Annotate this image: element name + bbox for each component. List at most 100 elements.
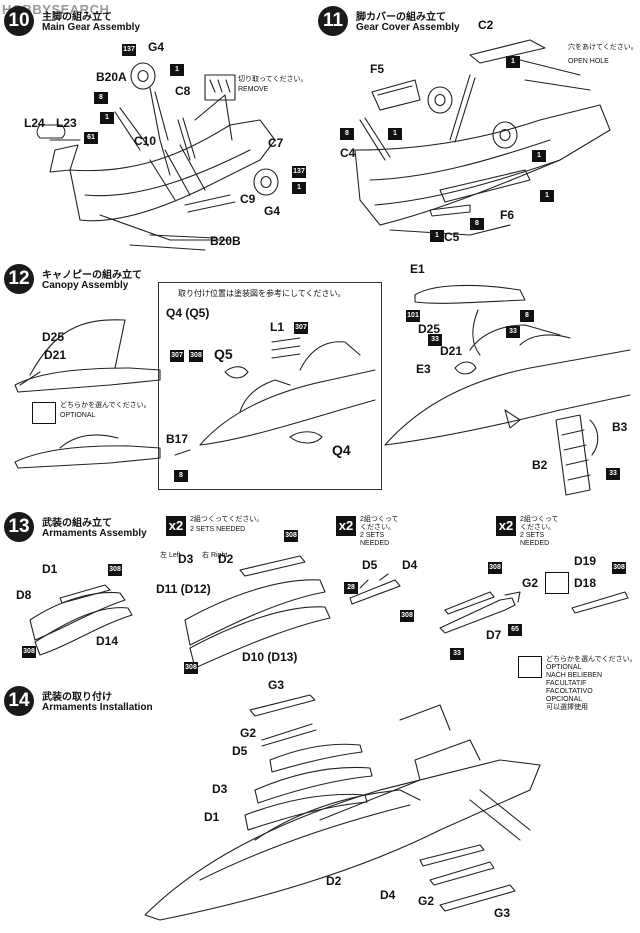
tag-8-b: 8: [340, 128, 354, 140]
step-12-title-jp: キャノピーの組み立て: [42, 270, 142, 281]
label-c7: C7: [268, 136, 284, 150]
main-gear-drawing: [36, 62, 279, 251]
tag-308-d: 308: [284, 530, 298, 542]
optional-multi-6: 可以選擇使用: [546, 704, 588, 711]
label-d3-b: D3: [212, 782, 228, 796]
tag-65: 65: [508, 624, 522, 636]
tag-308-h: 308: [612, 562, 626, 574]
label-c10: C10: [134, 134, 157, 148]
optional-multi-3: FACULTATIF: [546, 680, 587, 687]
two-sets-badge: x2: [166, 516, 186, 536]
optional-arrows-icon-b: [545, 572, 569, 594]
label-d10-d13: D10 (D13): [242, 650, 298, 664]
two-sets-note-jp-c: ください。: [360, 524, 395, 531]
label-c8: C8: [175, 84, 191, 98]
tag-1-b: 1: [100, 112, 114, 124]
step-11-number: 11: [318, 6, 348, 36]
label-g2: G2: [522, 576, 539, 590]
label-c5: C5: [444, 230, 460, 244]
label-e3: E3: [416, 362, 431, 376]
label-b20b: B20B: [210, 234, 241, 248]
label-d21-main: D21: [440, 344, 463, 358]
tag-1-c: 1: [292, 182, 306, 194]
tag-8-c: 8: [470, 218, 484, 230]
tag-1-d: 1: [506, 56, 520, 68]
label-d25-main: D25: [418, 322, 441, 336]
label-g2-c: G2: [418, 894, 435, 908]
canopy-side-views: [14, 319, 161, 469]
open-hole-note-en: OPEN HOLE: [568, 58, 609, 65]
label-d5: D5: [362, 558, 378, 572]
step-11-title-en: Gear Cover Assembly: [356, 22, 460, 33]
step-14-title-jp: 武装の取り付け: [42, 692, 112, 703]
label-l24: L24: [24, 116, 45, 130]
label-d3: D3: [178, 552, 194, 566]
step-10-title-jp: 主脚の組み立て: [42, 12, 112, 23]
tag-308-e: 308: [184, 662, 198, 674]
two-sets-note-jp-d: 2組つくって: [520, 516, 559, 523]
tag-308-b: 308: [108, 564, 122, 576]
tag-308-f: 308: [400, 610, 414, 622]
right-marker: 右 Right: [202, 552, 228, 559]
label-b2: B2: [532, 458, 548, 472]
step-14-title-en: Armaments Installation: [42, 702, 153, 713]
two-sets-note-en-b: NEEDED: [360, 540, 390, 547]
label-q5: Q5: [214, 346, 233, 362]
label-d4: D4: [402, 558, 418, 572]
label-b17: B17: [166, 432, 189, 446]
label-c9: C9: [240, 192, 256, 206]
gear-cover-drawing: [354, 39, 611, 236]
optional-multi-1: OPTIONAL: [546, 664, 582, 671]
label-b3: B3: [612, 420, 628, 434]
optional-arrows-icon: [32, 402, 56, 424]
step-12-number: 12: [4, 264, 34, 294]
inset-caption: 取り付け位置は塗装図を参考にしてください。: [178, 289, 346, 298]
armaments-drawing: [29, 555, 629, 669]
label-d8: D8: [16, 588, 32, 602]
tag-1-f: 1: [532, 150, 546, 162]
label-f6: F6: [500, 208, 515, 222]
label-c4: C4: [340, 146, 356, 160]
canopy-inset-drawing: [174, 337, 376, 456]
label-d21-side: D21: [44, 348, 67, 362]
two-sets-note-jp-e: ください。: [520, 524, 555, 531]
step-13-number: 13: [4, 512, 34, 542]
label-g4: G4: [148, 40, 165, 54]
step-10-title-en: Main Gear Assembly: [42, 22, 141, 33]
tag-8-e: 8: [520, 310, 534, 322]
label-e1: E1: [410, 262, 425, 276]
label-d4-b: D4: [380, 888, 396, 902]
tag-8: 8: [94, 92, 108, 104]
optional-note-en: OPTIONAL: [60, 412, 96, 419]
tag-307: 307: [294, 322, 308, 334]
step-14-number: 14: [4, 686, 34, 716]
label-d1-b: D1: [204, 810, 220, 824]
tag-1: 1: [170, 64, 184, 76]
tag-61: 61: [84, 132, 98, 144]
label-l23: L23: [56, 116, 77, 130]
optional-multi-4: FACOLTATIVO: [546, 688, 593, 695]
label-d19: D19: [574, 554, 597, 568]
tag-308: 308: [189, 350, 203, 362]
step-13-title-en: Armaments Assembly: [42, 528, 147, 539]
label-g3-b: G3: [494, 906, 511, 920]
tag-33-d: 33: [450, 648, 464, 660]
two-sets-note-jp-b: 2組つくって: [360, 516, 399, 523]
canopy-main-drawing: [384, 284, 631, 496]
two-sets-note-en-d: NEEDED: [520, 540, 550, 547]
label-q4: Q4: [332, 442, 351, 458]
tag-1-g: 1: [540, 190, 554, 202]
remove-note-jp: 切り取ってください。: [238, 76, 308, 83]
left-marker: 左 Left: [160, 552, 181, 559]
label-g2-b: G2: [240, 726, 257, 740]
two-sets-note-jp: 2組つくってください。: [190, 516, 264, 523]
optional-multi-0: どちらかを選んでください。: [546, 656, 637, 663]
step-10-number: 10: [4, 6, 34, 36]
optional-arrows-icon-c: [518, 656, 542, 678]
open-hole-note-jp: 穴をあけてください。: [568, 44, 638, 51]
optional-multi-2: NACH BELIEBEN: [546, 672, 603, 679]
tag-33-c: 33: [606, 468, 620, 480]
label-q4-q5: Q4 (Q5): [166, 306, 210, 320]
tag-308-g: 308: [488, 562, 502, 574]
